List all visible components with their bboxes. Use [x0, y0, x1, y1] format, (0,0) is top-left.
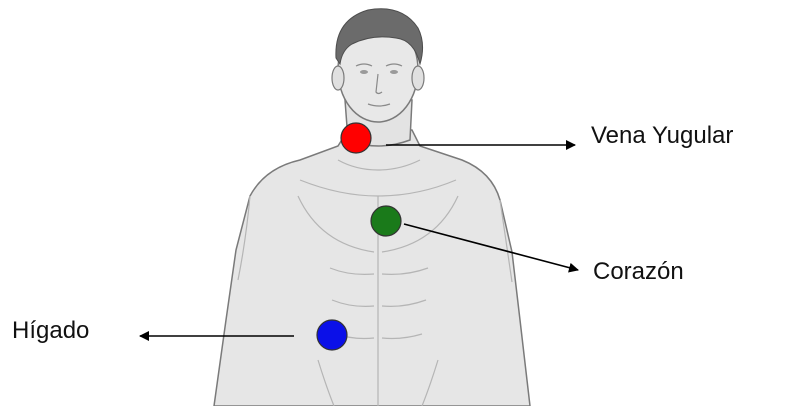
- jugular-label: Vena Yugular: [591, 124, 733, 148]
- heart-marker: [371, 206, 401, 236]
- torso: [214, 130, 530, 406]
- liver-label: Hígado: [12, 319, 89, 343]
- right-ear: [412, 66, 424, 90]
- liver-marker: [317, 320, 347, 350]
- left-ear: [332, 66, 344, 90]
- jugular-marker: [341, 123, 371, 153]
- heart-label: Corazón: [593, 260, 684, 284]
